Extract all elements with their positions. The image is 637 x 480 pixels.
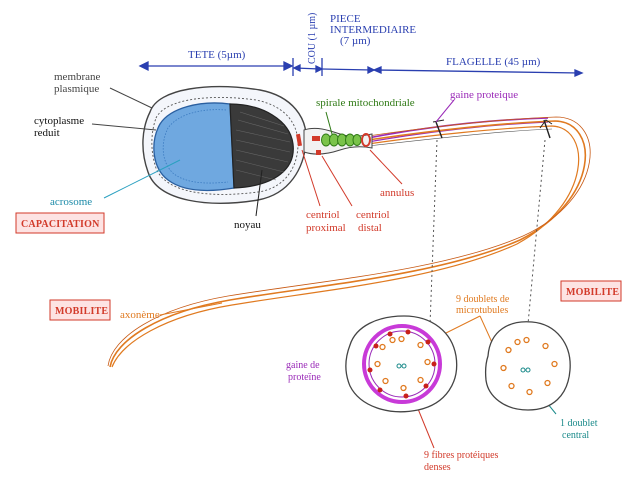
cross-section-end-piece <box>484 321 571 411</box>
gaine-de-proteine-line2: proteïne <box>288 372 321 383</box>
doublet-central-line1: 1 doublet <box>560 418 598 429</box>
annulus-label: annulus <box>380 187 414 199</box>
dimension-piece-line3: (7 µm) <box>340 35 371 47</box>
noyau-label: noyau <box>234 219 261 231</box>
mitochondrial-spiral <box>321 133 362 147</box>
acrosome-label: acrosome <box>50 196 92 208</box>
fibres-label-line2: denses <box>424 462 451 473</box>
sperm-head <box>142 85 307 204</box>
fibres-label-line1: 9 fibres protéiques <box>424 450 499 461</box>
doublets-label-line1: 9 doublets de <box>456 294 510 305</box>
gaine-proteique-label: gaine proteique <box>450 89 518 101</box>
gaine-de-proteine-line1: gaine de <box>286 360 320 371</box>
cross-section-principal-piece <box>345 315 458 413</box>
capacitation-box: CAPACITATION <box>15 212 105 234</box>
doublets-ring-1 <box>374 335 431 392</box>
centriol-distal-line1: centriol <box>356 209 390 221</box>
membrane-label-line1: membrane <box>54 71 101 83</box>
mobilite-box-right-label: MOBILITE <box>566 287 619 298</box>
dimension-flagelle-label: FLAGELLE (45 µm) <box>446 56 541 68</box>
dimension-tete-label: TETE (5µm) <box>188 49 246 61</box>
neck-midpiece <box>295 127 373 155</box>
doublet-central-line2: central <box>562 430 589 441</box>
spirale-label: spirale mitochondriale <box>316 97 415 109</box>
membrane-label-line2: plasmique <box>54 83 99 95</box>
dimension-piece-line1: PIECE <box>330 13 361 25</box>
mobilite-box-left-label: MOBILITE <box>55 306 108 317</box>
axoneme-label: axonème <box>120 309 160 321</box>
dimension-arrows <box>138 58 584 77</box>
dense-fibres <box>367 329 437 399</box>
dimension-cou-label: COU (1 µm) <box>307 13 318 64</box>
centriol-proximal-line2: proximal <box>306 222 346 234</box>
dimension-piece-line2: INTERMEDIAIRE <box>330 24 416 36</box>
mobilite-box-left: MOBILITE <box>49 299 111 321</box>
mobilite-box-right: MOBILITE <box>560 280 622 302</box>
cytoplasme-label-line1: cytoplasme <box>34 115 84 127</box>
centriol-distal-line2: distal <box>358 222 382 234</box>
capacitation-box-label: CAPACITATION <box>21 219 100 230</box>
doublets-label-line2: microtubules <box>456 305 508 316</box>
central-pair-2 <box>520 367 531 373</box>
cytoplasme-label-line2: reduit <box>34 127 60 139</box>
centriol-proximal-line1: centriol <box>306 209 340 221</box>
doublets-ring-2 <box>500 336 558 396</box>
central-pair-1 <box>396 363 407 369</box>
